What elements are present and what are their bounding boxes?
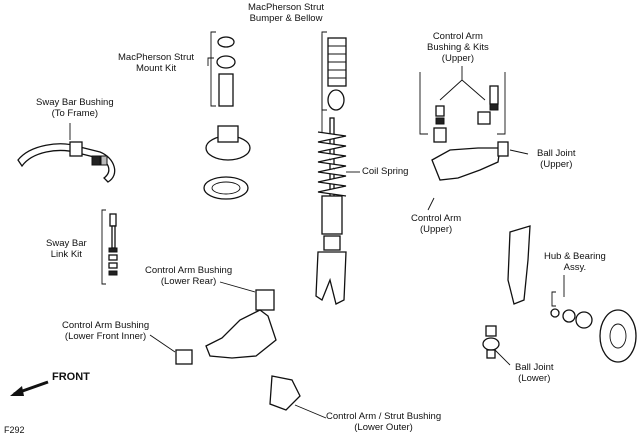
figure-code: F292 [4,425,25,435]
label-ca-strut-bushing: Control Arm / Strut Bushing(Lower Outer) [326,411,442,433]
coil-spring-strut [315,117,347,305]
label-ca-bushing-lower-rear: Control Arm Bushing(Lower Rear) [145,265,233,287]
label-control-arm-upper: Control Arm(Upper) [411,213,462,235]
sway-bar-link-kit [108,213,118,276]
label-ca-bushing-lower-front: Control Arm Bushing(Lower Front Inner) [62,320,150,342]
lower-control-arm [175,289,301,411]
sway-bar [17,141,116,183]
strut-mount-kit [203,36,251,200]
lower-ball-joint [482,325,500,359]
front-arrow [10,380,49,396]
upper-ca-bushings [433,85,499,143]
label-sway-bar-bushing: Sway Bar Bushing(To Frame) [36,97,114,119]
group-brackets [101,31,556,307]
label-coil-spring: Coil Spring [362,166,409,177]
strut-bumper-bellow [327,37,347,111]
upper-control-arm [431,141,509,181]
label-front: FRONT [52,371,90,383]
label-ball-joint-upper: Ball Joint(Upper) [537,148,576,170]
hub-knuckle [507,225,637,363]
leader-lines [69,34,565,419]
label-ball-joint-lower: Ball Joint(Lower) [515,362,554,384]
